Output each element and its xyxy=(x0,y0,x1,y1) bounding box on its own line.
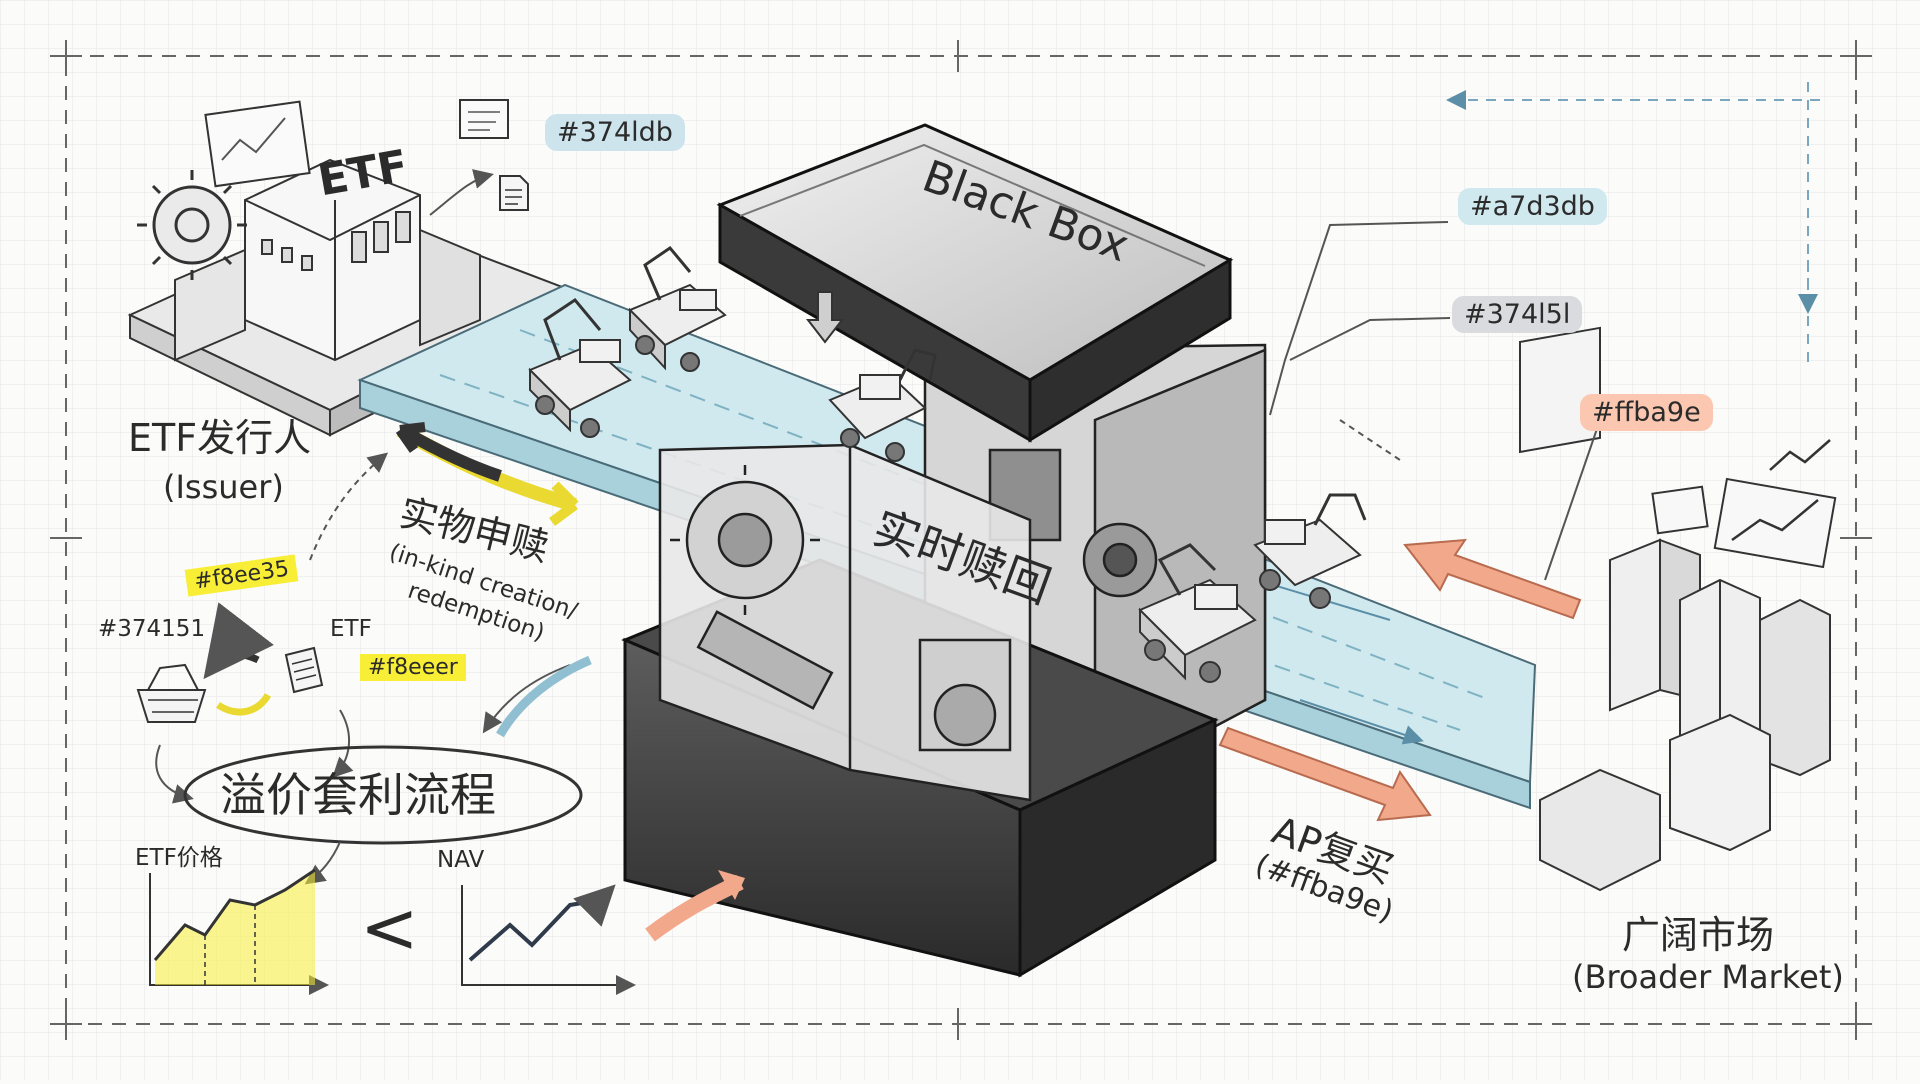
drop-arrow xyxy=(805,291,845,344)
title-ellipse xyxy=(183,745,583,845)
basket-icon xyxy=(136,663,207,723)
nav-chart xyxy=(461,884,636,995)
cycle-arrow-down xyxy=(482,664,571,734)
salmon-arrow-in xyxy=(1403,538,1582,620)
robot-cart-4 xyxy=(1138,543,1257,683)
callout-line-3 xyxy=(1544,419,1601,581)
dashed-frame xyxy=(50,40,1872,1040)
cycle-etf-label: ETF xyxy=(330,616,372,642)
issuer-title: ETF发行人 xyxy=(128,416,312,460)
dimension-guide xyxy=(1446,82,1820,370)
callout-line-1 xyxy=(1269,221,1449,416)
robot-cart-2 xyxy=(628,245,727,372)
etf-price-label: ETF价格 xyxy=(135,845,223,871)
black-box-lid xyxy=(716,123,1234,443)
arbitrage-title: 溢价套利流程 xyxy=(220,768,496,822)
cycle-eeer-tag: #f8eeer xyxy=(360,654,466,681)
market-subtitle: (Broader Market) xyxy=(1572,958,1844,996)
robot-cart-5 xyxy=(1253,493,1367,609)
less-than-sign: < xyxy=(360,887,419,969)
inkind-double-arrow xyxy=(395,422,579,527)
color-tag-gray: #374l5l xyxy=(1452,296,1583,333)
robot-cart-3 xyxy=(828,348,937,462)
issuer-subtitle: (Issuer) xyxy=(163,468,284,506)
market-title: 广阔市场 xyxy=(1622,913,1775,957)
glass-cabinet xyxy=(658,443,1032,802)
chart-icon xyxy=(1651,439,1837,569)
gear-icon xyxy=(137,170,247,280)
color-tag-blue-light: #a7d3db xyxy=(1458,188,1607,225)
robot-cart-1 xyxy=(528,298,632,438)
swap-arrow-yellow xyxy=(216,693,272,716)
city-icon xyxy=(1519,326,1831,892)
cycle-arrow-up xyxy=(309,452,389,561)
etf-price-chart xyxy=(149,868,329,995)
document-icon xyxy=(499,175,529,211)
blue-left-arrow xyxy=(496,655,592,738)
nav-label: NAV xyxy=(437,847,485,873)
swap-arrow-dark xyxy=(203,602,274,680)
cycle-gray-label: #374151 xyxy=(98,616,206,642)
color-tag-salmon: #ffba9e xyxy=(1580,394,1713,431)
etf-doc-icon xyxy=(284,646,324,694)
color-tag-blue-dark: #374ldb xyxy=(545,114,685,151)
callout-line-2 xyxy=(1289,317,1451,361)
ap-buyback-arrow xyxy=(1218,726,1432,822)
doc-arrow xyxy=(429,169,494,216)
